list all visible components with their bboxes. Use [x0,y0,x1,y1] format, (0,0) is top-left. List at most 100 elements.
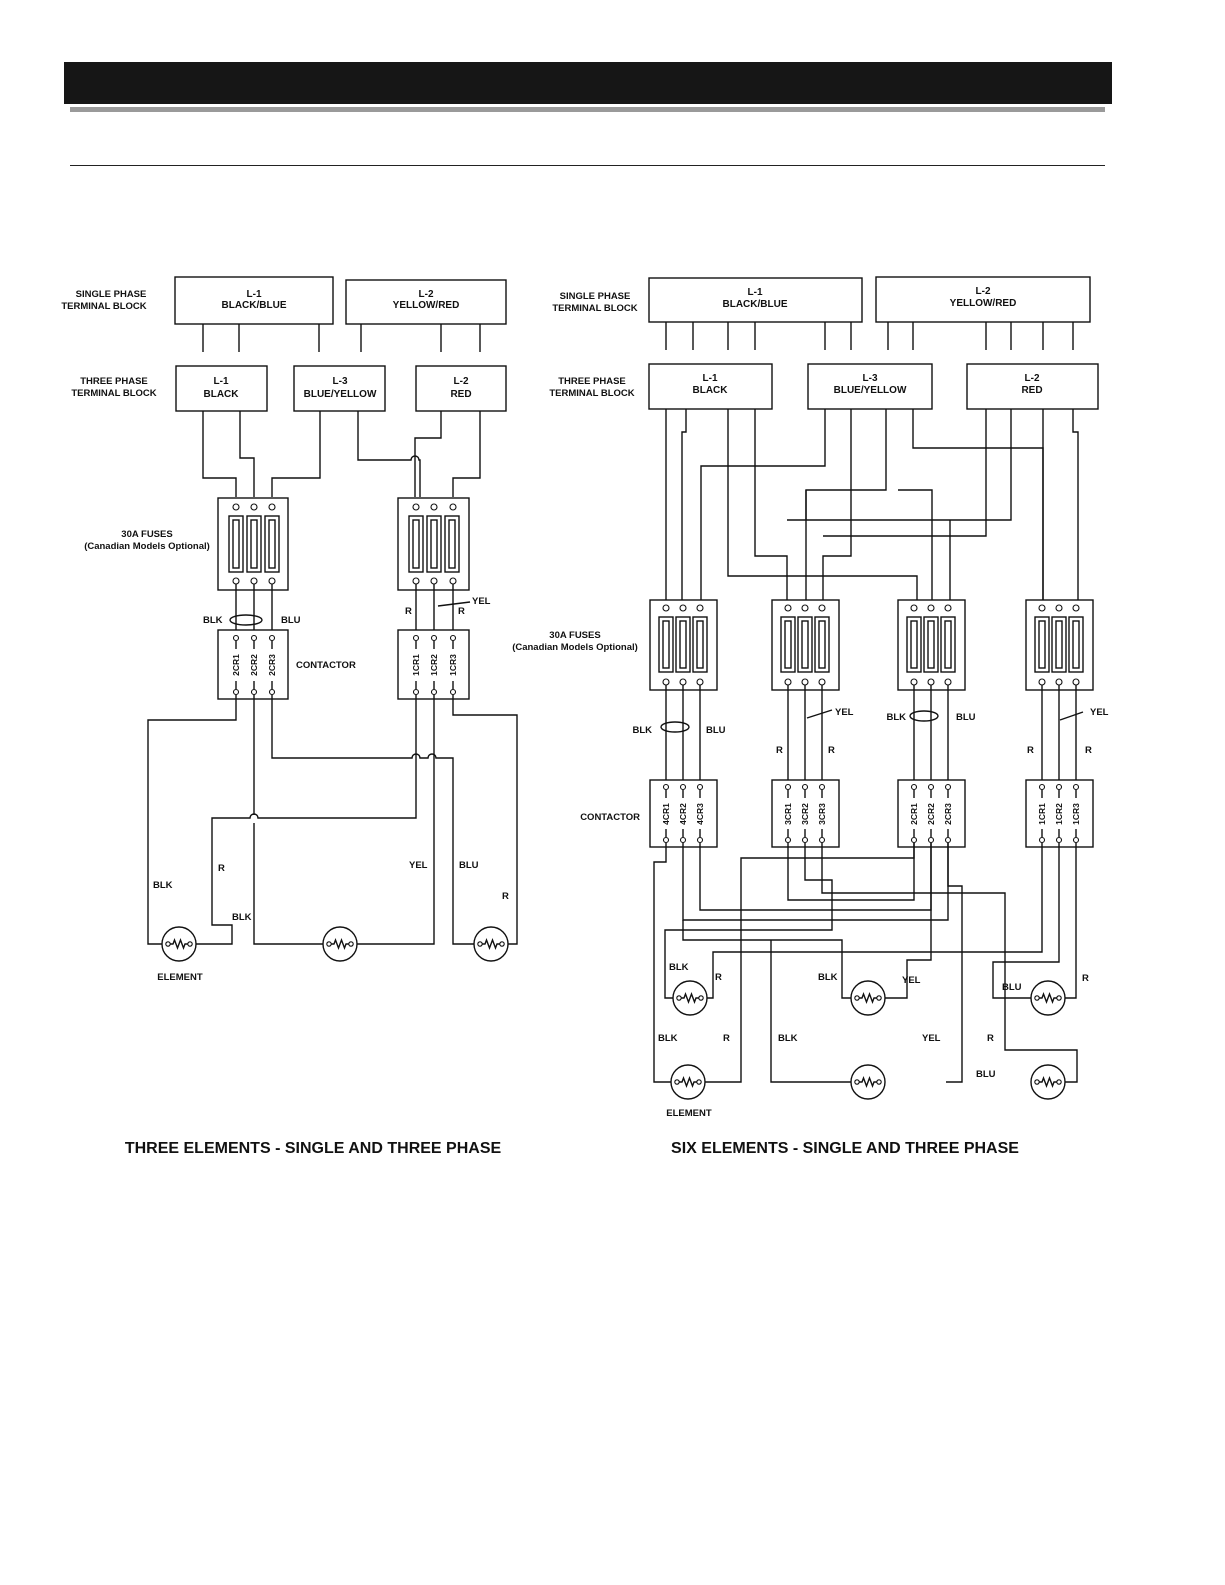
single-phase-label-l2: TERMINAL BLOCK [61,301,146,312]
contactor-1-pole-3: 1CR3 [1071,803,1081,825]
contactor-4-pole-2: 4CR2 [678,803,688,825]
tp-terminal-l3 [807,363,933,410]
tp-terminal-l1 [175,365,268,412]
tp-terminal-l3-color: BLUE/YELLOW [304,389,377,400]
three-phase-label-l2: TERMINAL BLOCK [549,388,634,399]
fuse-block-b [397,497,470,591]
tp-terminal-l3-name: L-3 [333,376,348,387]
heating-element-icon [850,980,886,1016]
left-caption: THREE ELEMENTS - SINGLE AND THREE PHASE [125,1140,502,1157]
fuse-block-3 [771,599,840,691]
fuses-sublabel: (Canadian Models Optional) [512,642,638,653]
three-phase-label-l1: THREE PHASE [558,376,626,387]
tp-terminal-l1 [648,363,773,410]
wire-label-yel: YEL [922,1033,941,1044]
wire-label-r: R [828,745,835,756]
wire-label-blu: BLU [956,712,976,723]
contactor-2 [897,779,966,848]
tp-terminal-l1-color: BLACK [204,389,240,400]
wire-label-blu: BLU [1002,982,1022,993]
wire-label-blk: BLK [658,1033,678,1044]
wire-label-yel: YEL [409,860,428,871]
sp-terminal-l1 [174,276,334,325]
heating-element-icon [322,926,358,962]
element-label: ELEMENT [157,972,203,983]
single-phase-label-l1: SINGLE PHASE [560,291,631,302]
heating-element-icon [670,1064,706,1100]
contactor-1-pole-2: 1CR2 [1054,803,1064,825]
fuses-label: 30A FUSES [549,630,600,641]
contactor-2-pole-3: 2CR3 [943,803,953,825]
wire-label-blk: BLK [632,725,652,736]
tp-terminal-l2-color: RED [450,389,471,400]
tp-terminal-l2-name: L-2 [1025,373,1040,384]
contactor-a [217,629,289,700]
contactor-4-pole-1: 4CR1 [661,803,671,825]
wire-label-r: R [458,606,465,617]
wire-label-blu: BLU [706,725,726,736]
sp-terminal-l2-name: L-2 [976,286,991,297]
heating-element-icon [672,980,708,1016]
wire-label-yel: YEL [1090,707,1109,718]
wire-label-r: R [987,1033,994,1044]
wire-label-blk: BLK [232,912,252,923]
wire-label-blk: BLK [886,712,906,723]
tp-terminal-l2 [415,365,507,412]
sp-terminal-l1 [648,277,863,323]
header-bar [64,62,1112,104]
tp-terminal-l1-color: BLACK [693,385,729,396]
sp-terminal-l1-name: L-1 [748,287,763,298]
sp-terminal-l2-name: L-2 [419,289,434,300]
three-phase-label-l2: TERMINAL BLOCK [71,388,156,399]
tp-terminal-l1-name: L-1 [214,376,229,387]
fuse-block-2 [897,599,966,691]
tp-terminal-l3 [293,365,386,412]
wire-label-blk: BLK [203,615,223,626]
contactor-label: CONTACTOR [296,660,356,671]
tp-terminal-l1-name: L-1 [703,373,718,384]
contactor-3-pole-3: 3CR3 [817,803,827,825]
tp-terminal-l2-name: L-2 [454,376,469,387]
contactor-3 [771,779,840,848]
contactor-label: CONTACTOR [580,812,640,823]
tp-terminal-l2-color: RED [1021,385,1042,396]
wire-label-yel: YEL [902,975,921,986]
single-phase-label-l1: SINGLE PHASE [76,289,147,300]
wire-label-r: R [405,606,412,617]
sp-terminal-l2-color: YELLOW/RED [393,300,460,311]
right-caption: SIX ELEMENTS - SINGLE AND THREE PHASE [671,1140,1019,1157]
sp-terminal-l1-color: BLACK/BLUE [222,300,287,311]
element-label: ELEMENT [666,1108,712,1119]
contactor-4-pole-3: 4CR3 [695,803,705,825]
wire-label-r: R [776,745,783,756]
contactor-1-pole-1: 1CR1 [1037,803,1047,825]
wire-label-blk: BLK [153,880,173,891]
wire-label-r: R [723,1033,730,1044]
three-element-diagram: SINGLE PHASE TERMINAL BLOCK THREE PHASE … [61,276,518,1157]
six-element-diagram: SINGLE PHASE TERMINAL BLOCK THREE PHASE … [512,276,1109,1157]
contactor-3-pole-1: 3CR1 [783,803,793,825]
heating-element-icon [850,1064,886,1100]
contactor-a-pole-3: 2CR3 [267,654,277,676]
fuses-sublabel: (Canadian Models Optional) [84,541,210,552]
sp-terminal-l2 [345,279,507,325]
fuses-label: 30A FUSES [121,529,172,540]
contactor-2-pole-2: 2CR2 [926,803,936,825]
wire-label-r: R [218,863,225,874]
wire-label-r: R [1085,745,1092,756]
heating-element-icon [1030,1064,1066,1100]
wire-label-blu: BLU [976,1069,996,1080]
heating-element-icon [161,926,197,962]
wire-label-blk: BLK [669,962,689,973]
wire-label-yel: YEL [472,596,491,607]
contactor-3-pole-2: 3CR2 [800,803,810,825]
fuse-block-4 [649,599,718,691]
wire-label-blu: BLU [459,860,479,871]
wire-label-r: R [1027,745,1034,756]
header-underline [70,107,1105,112]
fuse-block-1 [1025,599,1094,691]
contactor-a-pole-2: 2CR2 [249,654,259,676]
three-phase-label-l1: THREE PHASE [80,376,148,387]
wire-label-r: R [715,972,722,983]
